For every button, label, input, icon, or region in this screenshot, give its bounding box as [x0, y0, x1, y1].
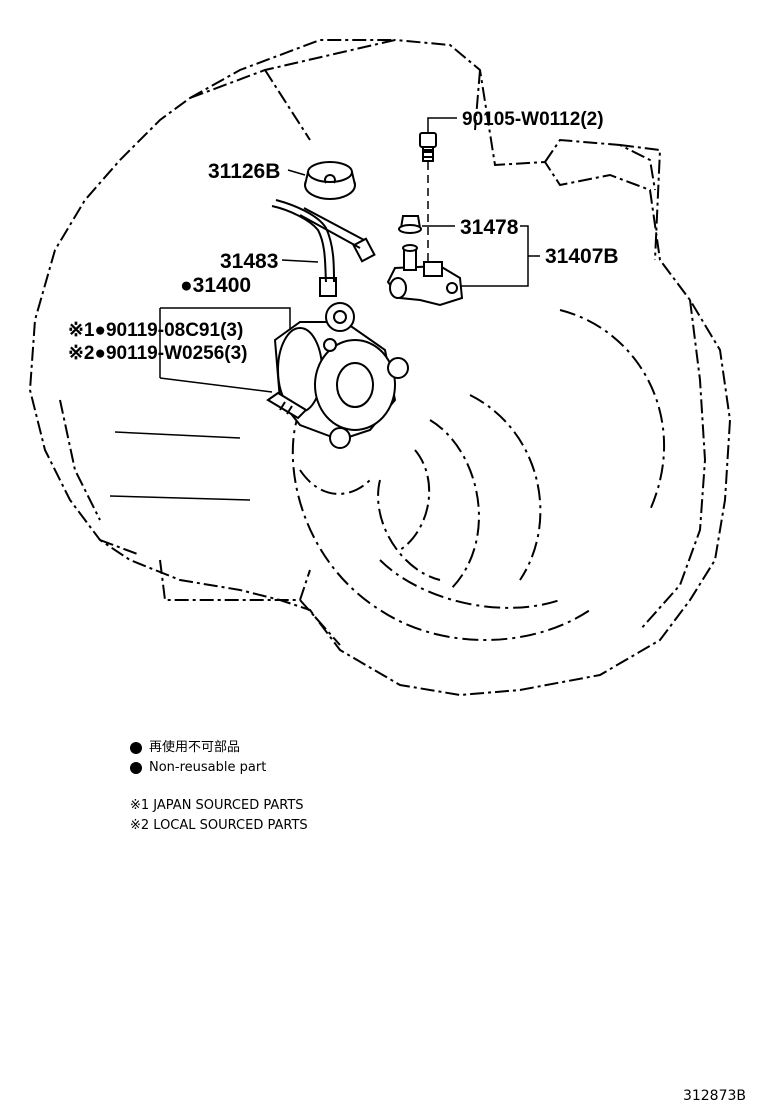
callout-plug: 31126B [208, 160, 280, 183]
callout-tube: 31483 [220, 250, 278, 273]
callout-cylinder-assy: ●31400 [180, 274, 251, 297]
non-reusable-dot-icon [130, 742, 142, 754]
leader-lines [159, 117, 540, 393]
bell-housing-inner [291, 309, 666, 641]
bleeder-cap-icon [398, 215, 422, 234]
legend-non-reusable-jp: 再使用不可部品 [149, 740, 241, 755]
callout-bolt: 90105-W0112(2) [462, 109, 604, 130]
callout-bolt-japan: ※1●90119-08C91(3) [68, 320, 243, 341]
plug-icon [304, 161, 356, 200]
callout-housing-assy: 31407B [545, 245, 619, 268]
legend-non-reusable-en: Non-reusable part [149, 760, 267, 775]
callout-bolt-local: ※2●90119-W0256(3) [68, 343, 248, 364]
figure-number: 312873B [682, 1088, 746, 1104]
tube-icon [271, 199, 376, 297]
cylinder-bolt-icon [266, 391, 308, 420]
legend-row-jp: 再使用不可部品 [130, 738, 308, 758]
reference-lines [109, 431, 251, 501]
legend-note-local: ※2 LOCAL SOURCED PARTS [130, 818, 308, 833]
legend: 再使用不可部品 Non-reusable part ※1 JAPAN SOURC… [130, 738, 308, 836]
legend-note-japan: ※1 JAPAN SOURCED PARTS [130, 798, 304, 813]
transmission-case-outline [28, 38, 732, 697]
housing-icon [386, 244, 464, 307]
bolt-icon [419, 132, 437, 162]
callout-bleeder-cap: 31478 [460, 216, 519, 239]
release-cylinder-icon [273, 302, 409, 449]
non-reusable-dot-icon [130, 762, 142, 774]
legend-row-en: Non-reusable part [130, 758, 308, 778]
